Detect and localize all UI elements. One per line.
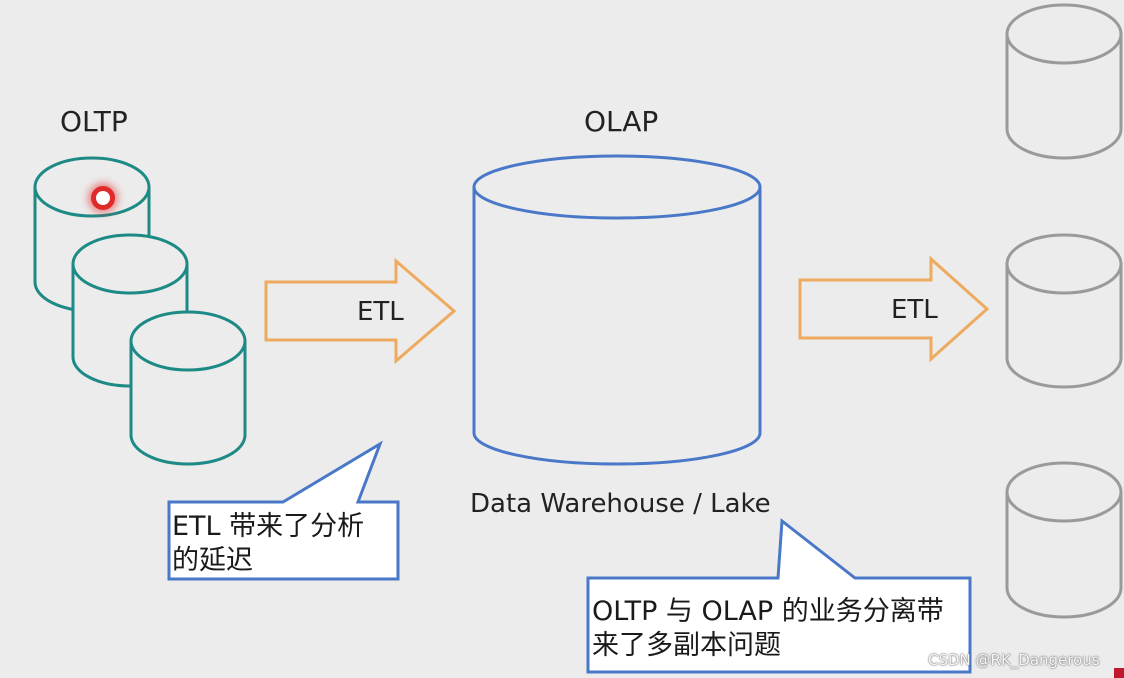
separation-callout-text: OLTP 与 OLAP 的业务分离带 来了多副本问题 (592, 595, 944, 663)
etl-delay-line-1: ETL 带来了分析 (172, 511, 365, 542)
etl-left-label: ETL (357, 297, 404, 327)
etl-delay-line-2: 的延迟 (172, 545, 253, 576)
replica-db-icon-3 (1005, 461, 1123, 619)
separation-line-1: OLTP 与 OLAP 的业务分离带 (592, 596, 944, 627)
etl-delay-callout-shape (167, 440, 400, 581)
olap-db-icon (472, 154, 762, 466)
oltp-db-icon-2 (71, 233, 189, 388)
etl-right-label: ETL (891, 295, 938, 325)
etl-arrow-left-icon (264, 257, 457, 365)
watermark: CSDN @RK_Dangerous (928, 651, 1100, 669)
separation-callout-shape (586, 518, 972, 674)
pointer-highlight-icon (91, 186, 115, 210)
etl-delay-callout-text: ETL 带来了分析 的延迟 (172, 510, 364, 578)
warehouse-label: Data Warehouse / Lake (470, 489, 771, 519)
oltp-db-icon-3 (129, 310, 247, 466)
oltp-label: OLTP (60, 105, 128, 138)
corner-mark (1114, 668, 1124, 678)
etl-arrow-right-icon (798, 255, 990, 363)
olap-label: OLAP (584, 105, 659, 138)
separation-line-2: 来了多副本问题 (592, 630, 781, 661)
replica-db-icon-2 (1005, 233, 1123, 389)
replica-db-icon-1 (1005, 3, 1123, 160)
